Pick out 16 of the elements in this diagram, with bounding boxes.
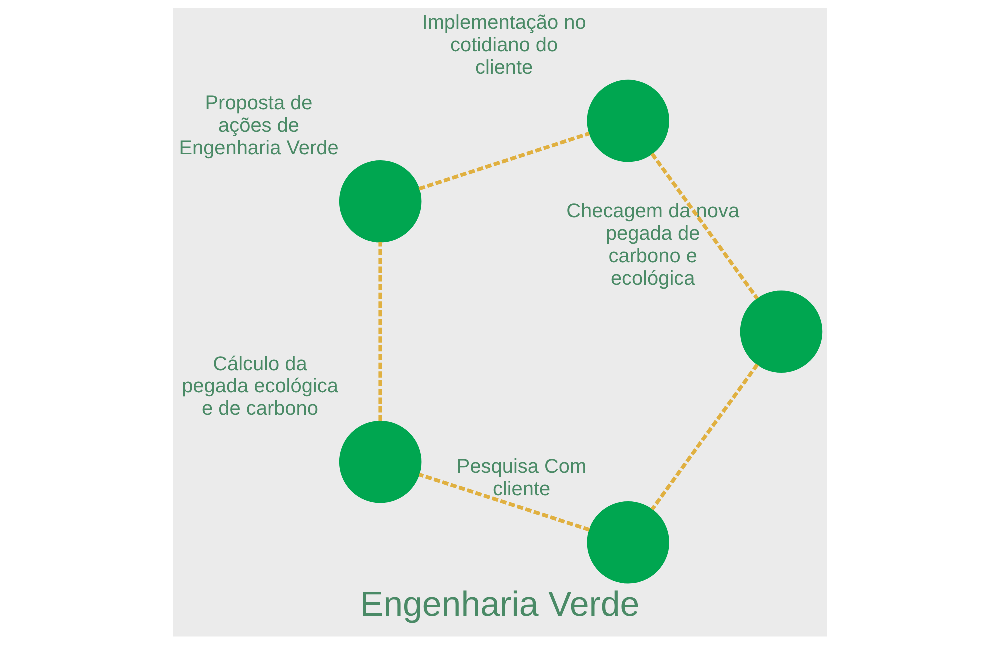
connector xyxy=(418,472,590,532)
node-label: Cálculo da pegada ecológica e de carbono xyxy=(182,353,338,420)
node-circle xyxy=(740,290,823,373)
node-label: Proposta de ações de Engenharia Verde xyxy=(179,92,339,160)
node-circle xyxy=(339,420,422,504)
node-label: Pesquisa Com cliente xyxy=(456,456,587,501)
node-circle xyxy=(339,160,422,243)
node-circle xyxy=(587,502,670,584)
connector xyxy=(650,364,760,511)
node-label: Checagem da nova pegada de carbono e ecológica xyxy=(566,200,740,290)
diagram-title: Engenharia Verde xyxy=(360,585,640,624)
node-circle xyxy=(587,80,670,162)
connector xyxy=(650,152,759,300)
connector xyxy=(418,132,590,191)
connector xyxy=(378,242,382,422)
node-label: Implementação no cotidiano do cliente xyxy=(422,12,586,80)
